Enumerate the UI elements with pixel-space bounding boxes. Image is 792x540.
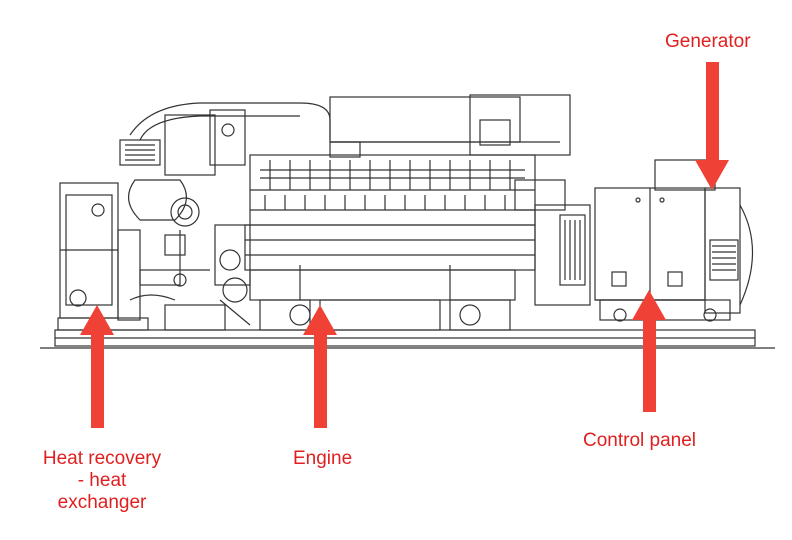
arrow-generator: [695, 62, 729, 190]
turbo-pipework: [119, 102, 331, 331]
flywheel-housing: [514, 179, 591, 306]
label-engine: Engine: [293, 448, 353, 469]
arrow-engine: [303, 305, 337, 428]
label-heat-recovery-line2: - heat: [77, 470, 127, 491]
control-panel-cabinet: [594, 187, 706, 301]
label-generator: Generator: [665, 31, 751, 52]
heat-exchanger: [57, 182, 149, 331]
arrow-control-panel: [632, 290, 666, 412]
arrow-heat-recovery: [80, 305, 114, 428]
label-heat-recovery: Heat recovery - heat exchanger: [30, 448, 174, 514]
label-control-panel: Control panel: [583, 430, 697, 451]
engine-top: [329, 94, 571, 158]
label-heat-recovery-line3: exchanger: [57, 492, 147, 513]
callout-arrows: [80, 62, 729, 428]
generator-body: [599, 159, 753, 322]
label-heat-recovery-line1: Heat recovery: [42, 448, 162, 469]
engine-block: [214, 154, 536, 331]
line-art: [40, 94, 775, 349]
